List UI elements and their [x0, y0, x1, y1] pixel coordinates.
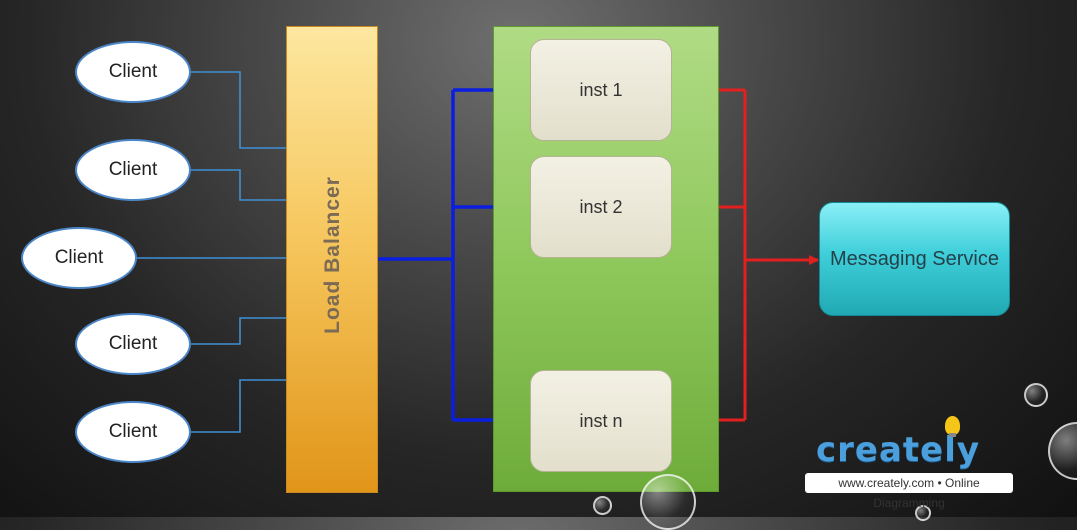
- load-balancer-box: [286, 26, 378, 493]
- creately-tagline: www.creately.com • Online Diagramming: [805, 473, 1013, 510]
- instance-node: inst 1: [530, 39, 672, 141]
- creately-logo: creately www.creately.com • Online Diagr…: [805, 416, 1013, 510]
- client-link-4: [191, 317, 300, 345]
- client-link-5: [191, 379, 300, 433]
- client-node: Client: [75, 41, 191, 103]
- instance-node: inst 2: [530, 156, 672, 258]
- instance-node: inst n: [530, 370, 672, 472]
- client-node: Client: [75, 401, 191, 463]
- client-node: Client: [75, 139, 191, 201]
- bubble-decoration: [593, 496, 612, 515]
- client-node: Client: [21, 227, 137, 289]
- client-link-1: [191, 71, 300, 149]
- messaging-service-node: Messaging Service: [819, 202, 1010, 316]
- client-node: Client: [75, 313, 191, 375]
- lightbulb-icon: [945, 416, 960, 437]
- bubble-decoration: [640, 474, 696, 530]
- client-link-2: [191, 169, 300, 201]
- load-balancer-label: Load Balancer: [321, 176, 344, 334]
- bubble-decoration: [1024, 383, 1048, 407]
